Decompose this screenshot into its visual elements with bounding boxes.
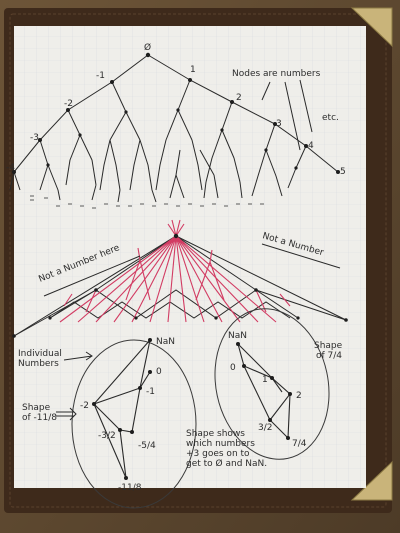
left-shape-minus2: -2 (80, 401, 89, 411)
right-shape (237, 343, 291, 439)
left-shape-caption-line1: Shape (22, 403, 51, 413)
root-label: Ø (144, 42, 151, 53)
right-label-4: 4 (308, 141, 314, 151)
right-label-2: 2 (236, 93, 242, 103)
right-shape-caption-line2: of 7/4 (316, 351, 342, 361)
left-shape-minus3-2: -3/2 (98, 431, 116, 441)
right-label-5: 5 (340, 167, 346, 177)
left-label-3: -3 (30, 133, 39, 143)
center-note-line2: which numbers (186, 439, 255, 449)
left-label-1: -1 (96, 71, 105, 81)
tree-fraction-scribbles (30, 195, 264, 209)
right-shape-caption-line1: Shape (314, 341, 343, 351)
left-shape-nan: NaN (156, 337, 175, 347)
right-shape-zero: 0 (230, 363, 236, 373)
corner-clip-top-right (350, 7, 393, 48)
center-note-line1: Shape shows (186, 429, 245, 439)
center-note-line3: +3 goes on to (186, 449, 250, 459)
right-shape-oval (214, 308, 330, 460)
left-shape-oval (71, 339, 197, 509)
left-shape-nodes (92, 338, 152, 480)
nodes-are-numbers-note: Nodes are numbers (232, 69, 321, 79)
right-shape-7-4: 7/4 (292, 439, 307, 449)
left-shape-zero: 0 (156, 367, 162, 377)
tree-right-spine (147, 54, 339, 173)
individual-numbers-arrow (63, 351, 93, 361)
individual-numbers-label-line2: Numbers (18, 359, 59, 369)
individual-numbers-label-line1: Individual (18, 349, 62, 359)
right-label-1: 1 (190, 65, 196, 75)
left-shape-minus11-8: -11/8 (118, 483, 142, 493)
left-shape-caption-line2: of -11/8 (22, 413, 57, 423)
right-shape-3-2: 3/2 (258, 423, 272, 433)
right-shape-nodes (236, 342, 292, 440)
left-label-4: -4 (6, 163, 15, 173)
center-note-line4: get to Ø and NaN. (186, 458, 267, 469)
left-shape-caption-arrow (56, 407, 77, 421)
folder-stitching (9, 13, 387, 508)
etc-note: etc. (322, 113, 339, 123)
corner-clip-bottom-right (350, 460, 393, 501)
right-shape-one: 1 (262, 375, 268, 385)
right-shape-two: 2 (296, 391, 302, 401)
right-shape-nan: NaN (228, 331, 247, 341)
note-arrows (261, 79, 313, 151)
graph-paper-grid (14, 26, 366, 488)
not-a-number-here-underline (43, 255, 141, 297)
left-shape-minus5-4: -5/4 (138, 441, 156, 451)
not-a-number-underline (261, 243, 341, 269)
top-tree-nodes (12, 52, 340, 174)
middle-red-rays (59, 219, 291, 323)
left-label-2: -2 (64, 99, 73, 109)
middle-lattice-nodes (12, 233, 348, 338)
left-shape-minus1: -1 (146, 387, 155, 397)
tree-branches (9, 79, 307, 203)
right-label-3: 3 (276, 119, 282, 129)
